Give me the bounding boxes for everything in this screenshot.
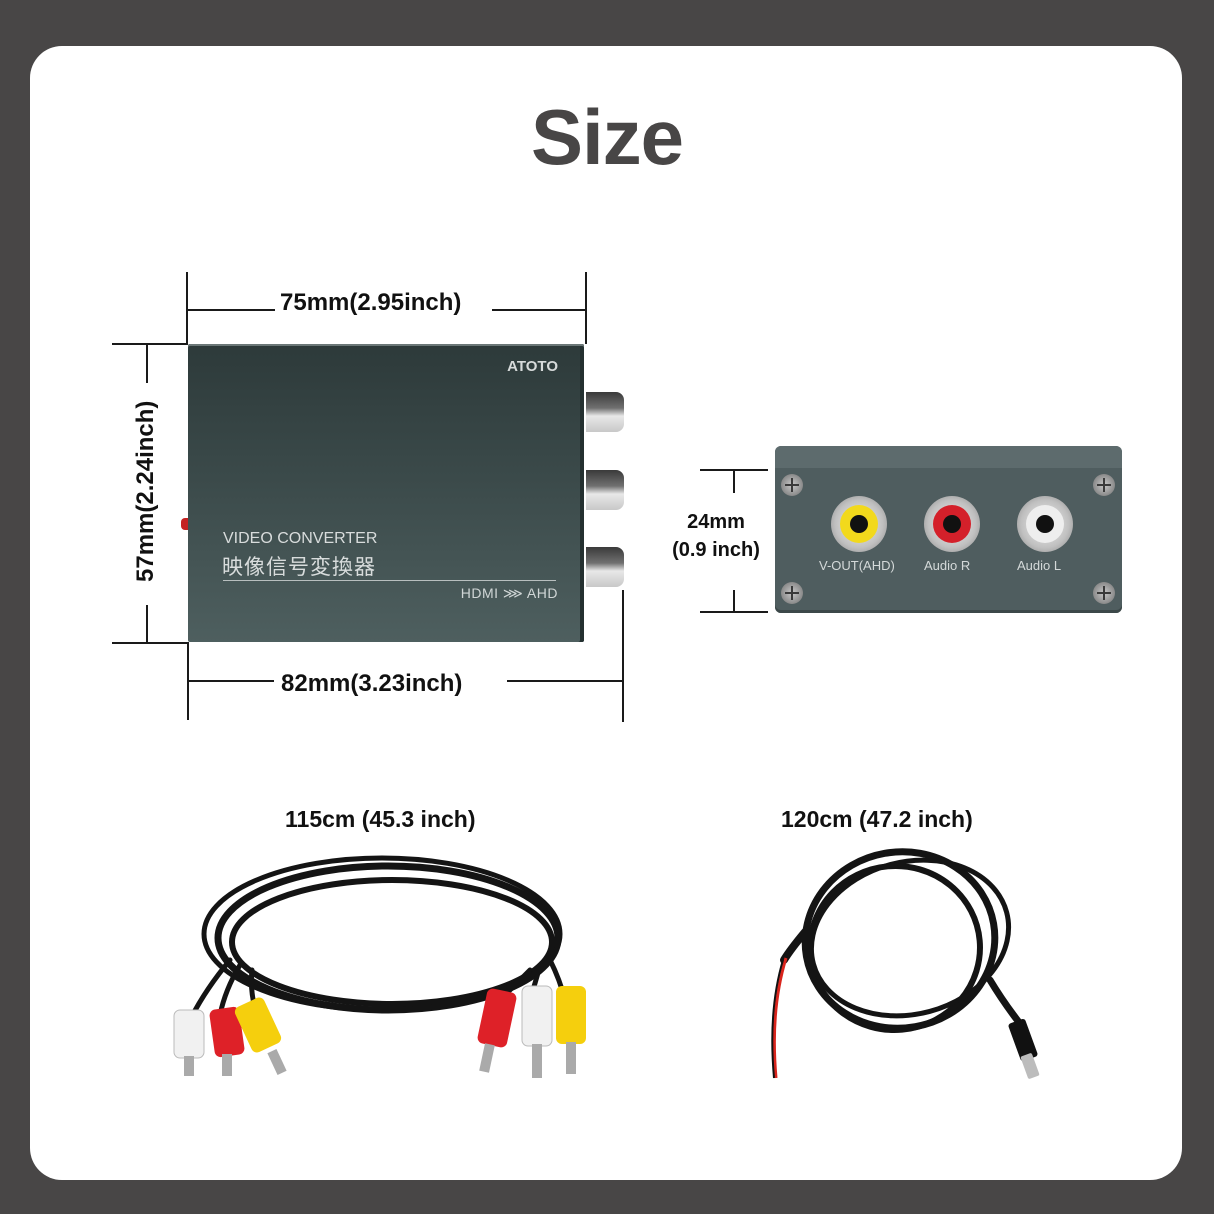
dimension-extension-line: [112, 642, 188, 644]
screw-icon: [781, 582, 803, 604]
dimension-line: [492, 309, 585, 311]
dimension-line: [188, 680, 274, 682]
rca-cable-length-label: 115cm (45.3 inch): [285, 806, 476, 832]
device-label-cn: 映像信号変換器: [222, 556, 376, 579]
rca-plug-right-group: [477, 985, 586, 1078]
page-title: Size: [530, 93, 684, 181]
dimension-line: [187, 309, 275, 311]
front-height-mm: 24mm: [687, 511, 745, 533]
rca-jack-video-out: [831, 496, 887, 552]
usb-c-power-cable-image: [771, 848, 1040, 1079]
dimension-line: [146, 605, 148, 643]
device-divider: [223, 580, 556, 581]
rca-av-cable-image: [173, 855, 586, 1078]
front-height-label: 24mm (0.9 inch): [656, 508, 776, 564]
jack-color-ring: [933, 505, 971, 543]
rca-connector-side: [586, 470, 624, 510]
brand-logo: ATOTO: [507, 358, 558, 375]
power-led: [181, 518, 189, 530]
height-side-label: 57mm(2.24inch): [132, 400, 159, 582]
rca-connector-side: [586, 392, 624, 432]
dimension-line: [507, 680, 622, 682]
dimension-extension-line: [186, 272, 188, 344]
dimension-line: [733, 590, 735, 612]
front-panel-top-edge: [775, 446, 1122, 468]
usb-c-connector: [1008, 1018, 1038, 1062]
video-converter-top-view: ATOTO VIDEO CONVERTER 映像信号変換器 HDMI ⋙ AHD: [188, 344, 584, 642]
video-converter-front-panel: V-OUT(AHD) Audio R Audio L: [775, 446, 1122, 613]
screw-icon: [1093, 582, 1115, 604]
screw-icon: [781, 474, 803, 496]
jack-label: Audio L: [1017, 558, 1062, 573]
rca-plug-left-group: [173, 997, 287, 1076]
usb-c-plug-tip: [1020, 1053, 1040, 1079]
rca-connector-side: [586, 547, 624, 587]
device-io-label: HDMI ⋙ AHD: [460, 585, 558, 601]
screw-icon: [1093, 474, 1115, 496]
dimension-extension-line: [112, 343, 188, 345]
dimension-line: [146, 343, 148, 383]
jack-hole: [943, 515, 961, 533]
dimension-extension-line: [700, 611, 768, 613]
front-height-inch: (0.9 inch): [672, 539, 760, 561]
dimension-line: [733, 469, 735, 493]
power-cable-length-label: 120cm (47.2 inch): [781, 806, 973, 832]
jack-label: Audio R: [924, 558, 971, 573]
jack-hole: [1036, 515, 1054, 533]
device-label-en: VIDEO CONVERTER: [223, 530, 378, 547]
jack-color-ring: [1026, 505, 1064, 543]
jack-color-ring: [840, 505, 878, 543]
dimension-extension-line: [585, 272, 587, 344]
jack-hole: [850, 515, 868, 533]
rca-jack-audio-l: [1017, 496, 1073, 552]
dimension-extension-line: [622, 590, 624, 722]
width-top-label: 75mm(2.95inch): [280, 289, 462, 316]
width-bottom-label: 82mm(3.23inch): [281, 670, 463, 697]
rca-jack-audio-r: [924, 496, 980, 552]
jack-label: V-OUT(AHD): [819, 558, 895, 573]
